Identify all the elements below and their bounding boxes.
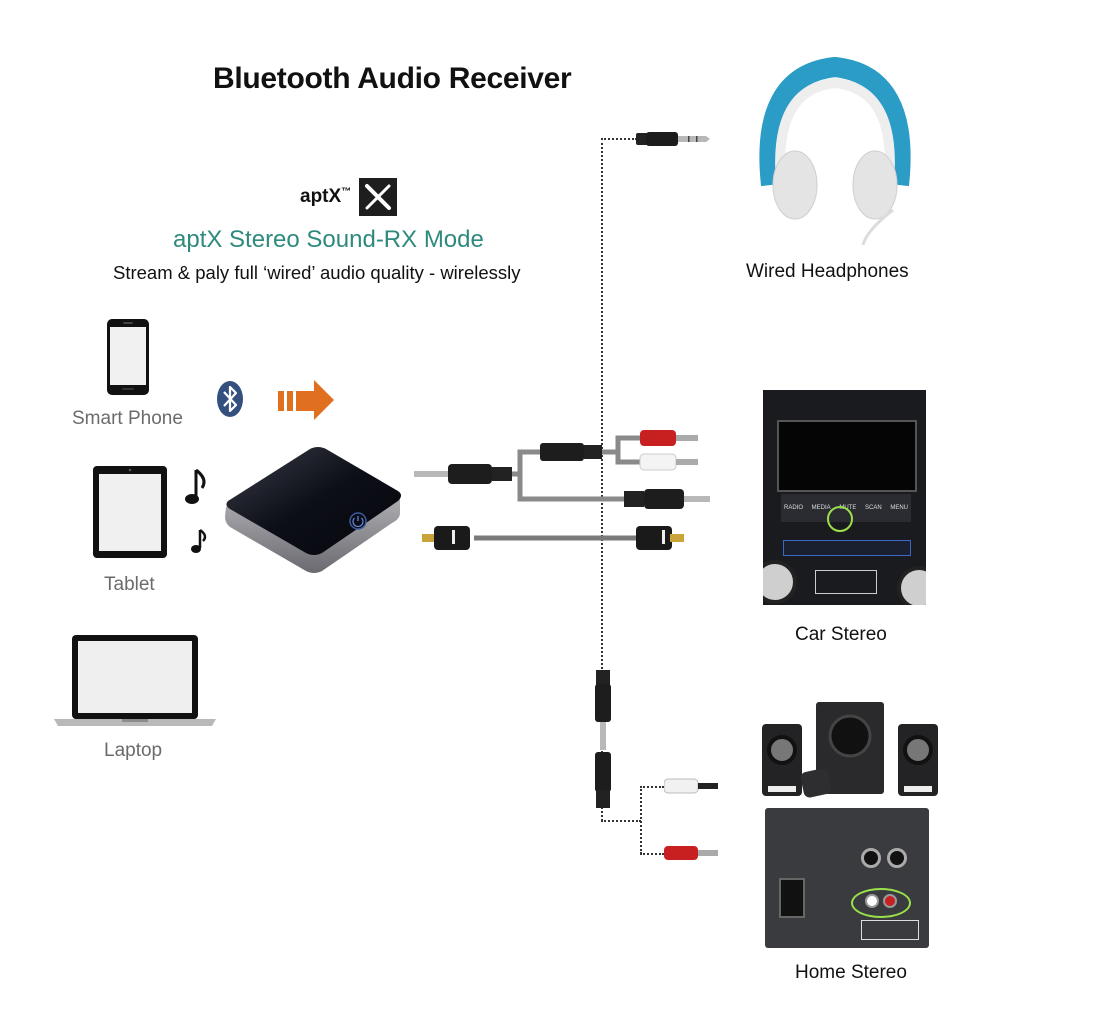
dotted-connector-headphones bbox=[601, 138, 637, 140]
aptx-x-icon bbox=[359, 178, 398, 216]
rca-input-highlight bbox=[851, 888, 911, 918]
rca-red-jack bbox=[883, 894, 897, 908]
cable-set bbox=[412, 430, 712, 555]
button-media: MEDIA bbox=[811, 505, 831, 511]
tagline: Stream & paly full ‘wired’ audio quality… bbox=[113, 262, 521, 283]
car-stereo-screen bbox=[777, 420, 917, 492]
car-stereo-icon: RADIO MEDIA MUTE SCAN MENU bbox=[763, 390, 926, 605]
source-label-smartphone: Smart Phone bbox=[72, 408, 183, 429]
laptop-icon bbox=[52, 633, 218, 734]
output-label-home-stereo: Home Stereo bbox=[795, 962, 907, 983]
mode-title: aptX Stereo Sound-RX Mode bbox=[173, 226, 484, 253]
button-radio: RADIO bbox=[784, 505, 804, 511]
button-scan: SCAN bbox=[865, 505, 882, 511]
smartphone-icon bbox=[106, 318, 150, 401]
source-label-laptop: Laptop bbox=[104, 740, 163, 761]
headphones-icon bbox=[755, 55, 915, 250]
receiver-device bbox=[222, 445, 404, 580]
rca-white-plug bbox=[663, 778, 720, 799]
adapter-cable bbox=[592, 670, 614, 815]
rca-white-jack bbox=[865, 894, 879, 908]
source-label-tablet: Tablet bbox=[104, 574, 155, 595]
output-label-headphones: Wired Headphones bbox=[746, 261, 909, 282]
climate-strip bbox=[783, 540, 911, 556]
button-menu: MENU bbox=[890, 505, 908, 511]
jack-l bbox=[861, 848, 881, 868]
knob-right bbox=[897, 566, 926, 605]
climate-panel bbox=[815, 570, 877, 594]
jack-r bbox=[887, 848, 907, 868]
page-title: Bluetooth Audio Receiver bbox=[213, 62, 572, 95]
aux-port-highlight bbox=[827, 506, 853, 532]
music-note-icon bbox=[190, 528, 208, 561]
output-label-car-stereo: Car Stereo bbox=[795, 624, 887, 645]
dotted-connector-vertical bbox=[601, 138, 603, 821]
power-icon bbox=[350, 513, 366, 529]
power-socket bbox=[779, 878, 805, 918]
caution-label bbox=[861, 920, 919, 940]
rca-red-plug bbox=[664, 845, 720, 866]
bluetooth-icon bbox=[216, 380, 244, 423]
speakers-icon bbox=[760, 700, 942, 810]
dotted-connector-rca-white bbox=[640, 786, 664, 788]
aptx-wordmark: aptX™ bbox=[300, 186, 352, 207]
speaker-back-panel bbox=[765, 808, 929, 948]
arrow-right-icon bbox=[276, 378, 336, 427]
dotted-connector-home bbox=[601, 820, 641, 822]
music-note-icon bbox=[184, 468, 208, 513]
dotted-connector-rca bbox=[640, 786, 642, 854]
dotted-connector-rca-red bbox=[640, 853, 664, 855]
aptx-logo: aptX™ bbox=[300, 178, 398, 216]
tablet-icon bbox=[92, 465, 168, 564]
aux-plug-icon bbox=[636, 130, 710, 153]
knob-left bbox=[763, 560, 797, 604]
